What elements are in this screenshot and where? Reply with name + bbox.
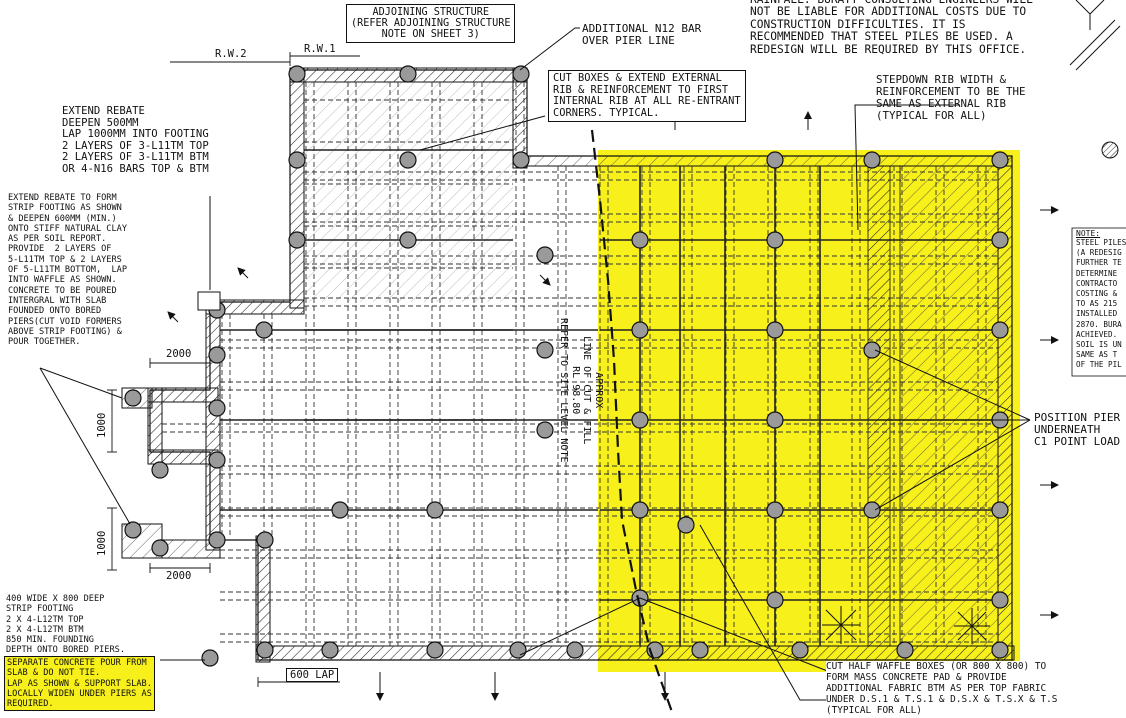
- pier-circle: [766, 321, 784, 339]
- pier-circle: [201, 649, 219, 667]
- pier-circle: [566, 641, 584, 659]
- note-stepdown: STEPDOWN RIB WIDTH & REINFORCEMENT TO BE…: [876, 73, 1026, 122]
- pier-circle: [677, 516, 695, 534]
- note-additional-n12: ADDITIONAL N12 BAR OVER PIER LINE: [582, 22, 702, 47]
- dim-2000-top: 2000: [166, 348, 192, 360]
- label-cut-fill: APPROX LINE OF CUT & FILL RL 98.80 REFER…: [558, 318, 604, 463]
- pier-circle: [991, 641, 1009, 659]
- pier-circle: [766, 231, 784, 249]
- note-extend-rebate: EXTEND REBATE DEEPEN 500mm LAP 1000mm IN…: [62, 105, 209, 175]
- dim-2000-bottom: 2000: [166, 570, 192, 582]
- pier-circle: [766, 151, 784, 169]
- dim-1000-lower: 1000: [96, 530, 108, 556]
- pier-circle: [288, 65, 306, 83]
- pier-circle: [151, 461, 169, 479]
- pier-circle: [896, 641, 914, 659]
- note-cut-boxes: CUT BOXES & EXTEND EXTERNAL RIB & REINFO…: [548, 70, 746, 123]
- pier-circle: [331, 501, 349, 519]
- dim-1000-upper: 1000: [96, 412, 108, 438]
- pier-circle: [536, 246, 554, 264]
- pier-circle: [691, 641, 709, 659]
- pier-circle: [766, 501, 784, 519]
- pier-circle: [426, 641, 444, 659]
- pier-circle: [863, 151, 881, 169]
- side-pier-symbol: [1101, 141, 1119, 159]
- pier-circle: [124, 389, 142, 407]
- pier-circle: [255, 321, 273, 339]
- pier-circle: [536, 421, 554, 439]
- top-wing-hatch: [304, 82, 513, 302]
- note-strip-footing: EXTEND REBATE TO FORM STRIP FOOTING AS S…: [8, 193, 127, 348]
- pier-circle: [863, 341, 881, 359]
- cut-fill-line: [590, 129, 674, 713]
- pier-circle: [991, 321, 1009, 339]
- note-cut-half-waffle: CUT HALF WAFFLE BOXES (OR 800 x 800) TO …: [826, 661, 1058, 716]
- pier-circle: [791, 641, 809, 659]
- pier-circle: [991, 501, 1009, 519]
- dimension-lines: [107, 52, 360, 687]
- side-note-body: STEEL PILES (A REDESIG FURTHER TE DETERM…: [1076, 238, 1126, 370]
- pier-circle: [991, 591, 1009, 609]
- pier-circle: [208, 346, 226, 364]
- pier-circle: [399, 65, 417, 83]
- pier-circle: [631, 321, 649, 339]
- pier-circle: [256, 641, 274, 659]
- pier-circle: [208, 451, 226, 469]
- pier-circle: [766, 591, 784, 609]
- north-mark: [1069, 0, 1121, 71]
- note-position-pier: POSITION PIER UNDERNEATH C1 POINT LOAD: [1034, 411, 1121, 449]
- note-separate-pour: SEPARATE CONCRETE POUR FROM SLAB & DO NO…: [4, 656, 155, 712]
- bored-piers: [124, 65, 1009, 667]
- pier-circle: [288, 231, 306, 249]
- pier-circle: [509, 641, 527, 659]
- pier-circle: [399, 231, 417, 249]
- stepdown-zone: [899, 165, 999, 647]
- note-adjoining-structure: ADJOINING STRUCTURE (REFER ADJOINING STR…: [346, 4, 516, 43]
- pier-circle: [512, 65, 530, 83]
- pier-circle: [766, 411, 784, 429]
- label-rw2: R.W.2: [215, 48, 247, 60]
- pad-markers: [822, 606, 990, 644]
- side-note-title: NOTE:: [1076, 229, 1101, 238]
- pier-circle: [208, 399, 226, 417]
- pier-circle: [426, 501, 444, 519]
- strip-footing-marker: [197, 291, 221, 311]
- leader-lines: [39, 27, 1031, 701]
- dim-600-lap: 600 LAP: [286, 668, 339, 682]
- pier-circle: [288, 151, 306, 169]
- pier-circle: [536, 341, 554, 359]
- note-top-warning: RAINFALL. BURATT CONSULTING ENGINEERS WI…: [750, 0, 1033, 56]
- pier-circle: [124, 521, 142, 539]
- pier-circle: [991, 151, 1009, 169]
- pier-circle: [863, 501, 881, 519]
- pier-circle: [399, 151, 417, 169]
- note-400-deep: 400 WIDE x 800 DEEP STRIP FOOTING 2 x 4-…: [6, 594, 125, 656]
- pier-circle: [256, 531, 274, 549]
- pier-circle: [321, 641, 339, 659]
- pier-circle: [151, 539, 169, 557]
- stepdown-rib: [867, 165, 891, 647]
- side-note-box: [1071, 227, 1126, 377]
- label-rw1: R.W.1: [304, 43, 336, 55]
- pier-circle: [631, 411, 649, 429]
- pier-circle: [208, 531, 226, 549]
- pier-circle: [512, 151, 530, 169]
- pier-circle: [991, 231, 1009, 249]
- pier-circle: [631, 231, 649, 249]
- pier-circle: [631, 501, 649, 519]
